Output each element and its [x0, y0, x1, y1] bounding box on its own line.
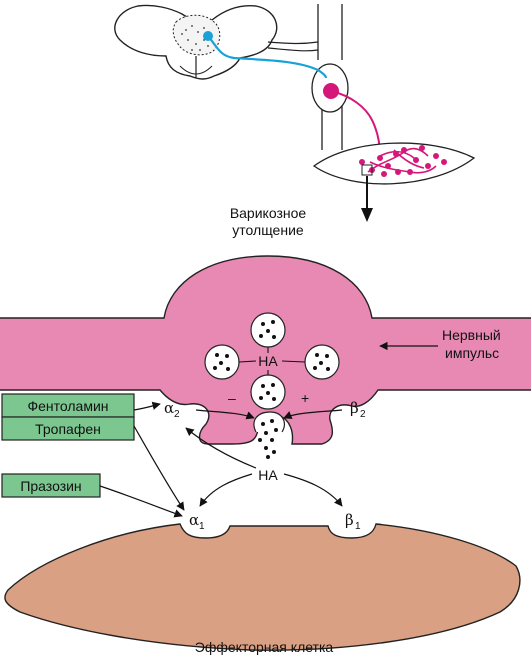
drug-box-prazosin: Празозин [1, 473, 101, 498]
drugs-to-alpha1-arrow [133, 425, 185, 511]
svg-text:1: 1 [355, 521, 361, 532]
vesicle-top [250, 312, 286, 348]
prazosin-to-alpha1-arrow [99, 485, 183, 518]
sympathetic-trunk [317, 4, 343, 150]
preganglionic-axon [207, 35, 328, 79]
receptor-alpha2: α 2 [164, 399, 180, 420]
svg-text:Празозин: Празозин [20, 478, 81, 494]
svg-text:2: 2 [360, 409, 366, 420]
na-to-beta1-arrow [283, 473, 343, 507]
varicosity-label-line1: Варикозное [230, 205, 307, 221]
spinal-cord-illustration [114, 4, 381, 157]
effector-cell-label: Эффекторная клетка [195, 639, 334, 655]
nerve-impulse-line1: Нервный [442, 327, 501, 343]
na-to-alpha1-arrow [199, 473, 253, 507]
svg-text:β: β [350, 399, 359, 417]
phentolamine-to-alpha2-arrow [133, 401, 161, 411]
na-to-alpha2-arrow [185, 427, 257, 469]
plus-sign: + [301, 390, 309, 406]
beta2-facilitate-arrow [283, 409, 343, 419]
zoom-box [361, 164, 373, 176]
vesicle-bottom [250, 374, 286, 410]
svg-text:α: α [189, 511, 199, 529]
zoom-arrow [361, 208, 373, 222]
receptor-beta1: β 1 [345, 511, 361, 532]
varicosities-dots [359, 145, 447, 177]
vesicle-right [304, 344, 340, 380]
svg-text:2: 2 [174, 409, 180, 420]
na-center-label: НА [258, 353, 278, 369]
varicosity-body [0, 255, 531, 445]
drug-box-tropafen: Тропафен [1, 416, 135, 441]
svg-text:Фентоламин: Фентоламин [27, 398, 108, 414]
target-tissue [312, 142, 476, 222]
grey-matter [172, 14, 221, 56]
svg-text:β: β [345, 511, 354, 529]
nerve-root [267, 41, 319, 45]
minus-sign: – [228, 390, 236, 406]
drug-box-phentolamine: Фентоламин [1, 393, 135, 418]
alpha2-inhibit-arrow [195, 409, 255, 420]
effector-cell [4, 523, 521, 651]
nerve-impulse-line2: импульс [445, 345, 499, 361]
vesicle-connectors [238, 347, 306, 375]
exocytosis-vesicle [253, 411, 285, 459]
svg-text:α: α [164, 399, 174, 417]
na-released-label: НА [258, 467, 278, 483]
svg-text:1: 1 [199, 521, 205, 532]
svg-text:Тропафен: Тропафен [35, 421, 101, 437]
receptor-alpha1: α 1 [189, 511, 205, 532]
vesicle-left [204, 344, 240, 380]
target-tissue-outline [312, 142, 476, 185]
receptor-beta2: β 2 [350, 399, 366, 420]
varicosity-label-line2: утолщение [232, 222, 304, 238]
